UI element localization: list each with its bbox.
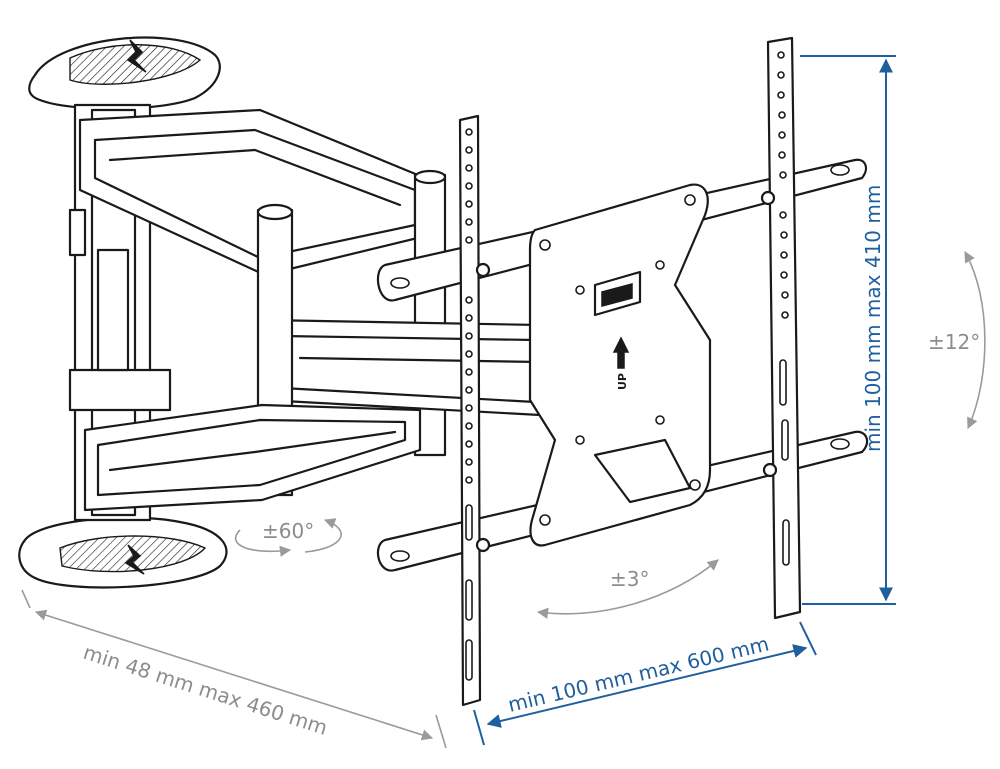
tv-rail-right (760, 36, 802, 620)
horizontal-spacing-dimension: min 100 mm max 600 mm (473, 621, 817, 746)
swivel-indicator: ±60° (234, 518, 342, 557)
wall-plate (18, 36, 228, 589)
rotation-indicator: ±3° (536, 559, 719, 619)
wall-distance-dimension: min 48 mm max 460 mm (21, 589, 447, 749)
center-plate: UP (376, 158, 869, 572)
articulating-arms (78, 108, 572, 512)
up-marker: UP (616, 373, 629, 390)
horizontal-spacing-label: min 100 mm max 600 mm (506, 632, 772, 717)
rotation-label: ±3° (610, 567, 649, 591)
tilt-label: ±12° (928, 330, 980, 354)
tv-rail-left (458, 114, 491, 707)
swivel-label: ±60° (262, 519, 314, 543)
vertical-spacing-label: min 100 mm max 410 mm (861, 185, 885, 452)
vertical-spacing-dimension: min 100 mm max 410 mm (800, 55, 896, 605)
wall-distance-label: min 48 mm max 460 mm (80, 640, 330, 740)
tilt-indicator: ±12° (928, 251, 986, 430)
